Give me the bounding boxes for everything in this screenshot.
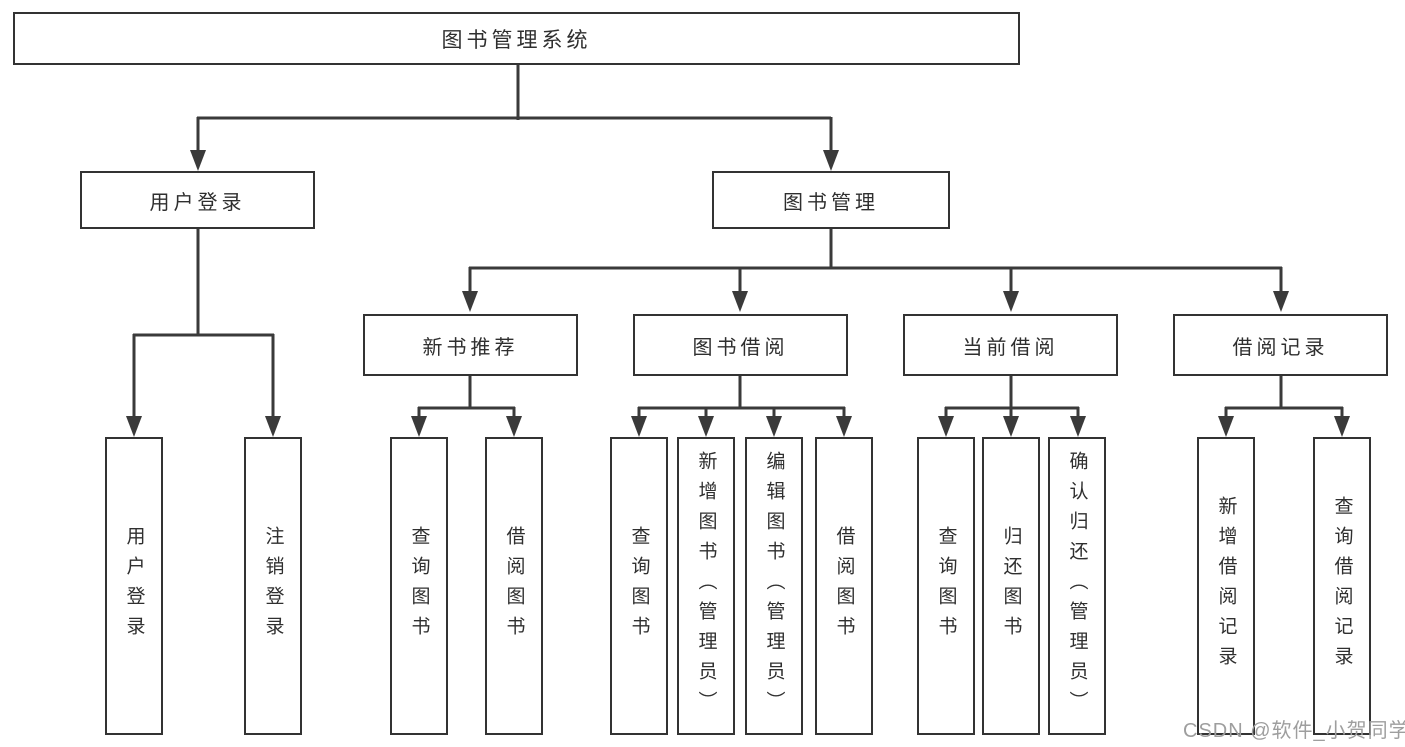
- node-label: 图书管理系统: [441, 28, 592, 52]
- leaf-query-books-borrow: 查询图书: [610, 437, 668, 735]
- node-new-book-recommend: 新书推荐: [363, 314, 578, 376]
- node-label: 新书推荐: [422, 336, 519, 359]
- node-user-login: 用户登录: [80, 171, 315, 229]
- node-label: 确认归还（管理员）: [1066, 451, 1088, 721]
- leaf-borrow-books-recommend: 借阅图书: [485, 437, 543, 735]
- node-label: 借阅图书: [833, 526, 855, 646]
- leaf-return-book: 归还图书: [982, 437, 1040, 735]
- node-label: 新增图书（管理员）: [695, 451, 717, 721]
- node-label: 归还图书: [1000, 526, 1022, 646]
- leaf-query-books-current: 查询图书: [917, 437, 975, 735]
- node-label: 编辑图书（管理员）: [763, 451, 785, 721]
- node-label: 当前借阅: [962, 336, 1059, 359]
- arrowheads: [126, 150, 1350, 437]
- leaf-borrow-books: 借阅图书: [815, 437, 873, 735]
- leaf-confirm-return-admin: 确认归还（管理员）: [1048, 437, 1106, 735]
- node-label: 查询图书: [935, 526, 957, 646]
- watermark: CSDN @软件_小贺同学: [1183, 720, 1405, 742]
- leaf-logout: 注销登录: [244, 437, 302, 735]
- node-label: 图书管理: [783, 191, 879, 214]
- leaf-user-login: 用户登录: [105, 437, 163, 735]
- node-book-borrow: 图书借阅: [633, 314, 848, 376]
- node-label: 注销登录: [262, 526, 284, 646]
- leaf-edit-book-admin: 编辑图书（管理员）: [745, 437, 803, 735]
- node-label: 图书借阅: [692, 336, 789, 359]
- node-label: 借阅记录: [1232, 336, 1329, 359]
- node-borrow-records: 借阅记录: [1173, 314, 1388, 376]
- node-label: 查询图书: [408, 526, 430, 646]
- node-current-borrow: 当前借阅: [903, 314, 1118, 376]
- node-label: 查询借阅记录: [1331, 496, 1353, 676]
- node-label: 借阅图书: [503, 526, 525, 646]
- leaf-add-book-admin: 新增图书（管理员）: [677, 437, 735, 735]
- node-label: 查询图书: [628, 526, 650, 646]
- leaf-query-books-recommend: 查询图书: [390, 437, 448, 735]
- leaf-add-borrow-record: 新增借阅记录: [1197, 437, 1255, 735]
- node-label: 新增借阅记录: [1215, 496, 1237, 676]
- node-book-management: 图书管理: [712, 171, 950, 229]
- leaf-query-borrow-record: 查询借阅记录: [1313, 437, 1371, 735]
- node-label: 用户登录: [123, 526, 145, 646]
- node-label: 用户登录: [149, 191, 246, 214]
- node-library-management-system: 图书管理系统: [13, 12, 1020, 65]
